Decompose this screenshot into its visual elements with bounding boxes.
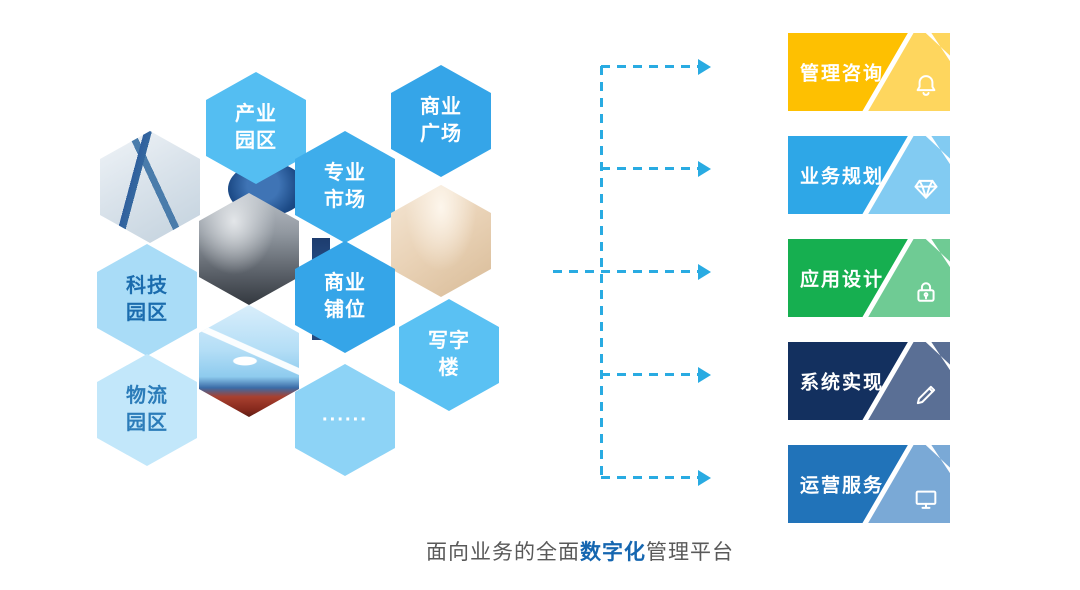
hands-together-photo <box>391 185 491 297</box>
hexagon-label-line: 专业 <box>324 162 366 184</box>
hexagon-label: 专业 市场 <box>324 160 366 214</box>
hexagon-label-line: 园区 <box>126 302 168 324</box>
hexagon-more: ······ <box>295 364 395 476</box>
caption-highlight: 数字化 <box>580 541 646 564</box>
hexagon-label-line: 科技 <box>126 275 168 297</box>
hexagon-label: 科技 园区 <box>126 273 168 327</box>
hexagon-label-line: 商业 <box>420 96 462 118</box>
banner-business-planning: 业务规划 <box>788 136 950 214</box>
hexagon-label-line: 园区 <box>126 412 168 434</box>
banner-label: 管理咨询 <box>800 63 885 85</box>
dashed-arrow-5 <box>601 476 698 479</box>
hexagon-label-line: 广场 <box>420 123 462 145</box>
airplane-cargo-photo <box>199 305 299 417</box>
hexagon-label: 商业 广场 <box>420 94 462 148</box>
hexagon-label-line: 写字 <box>428 330 470 352</box>
hexagon-label: ······ <box>322 407 368 434</box>
banner-operation-services: 运营服务 <box>788 445 950 523</box>
dashed-arrow-1 <box>601 65 698 68</box>
hexagon-label-line: 铺位 <box>324 299 366 321</box>
dashed-arrow-4 <box>601 373 698 376</box>
hexagon-label-line: 商业 <box>324 272 366 294</box>
hexagon-label-line: 园区 <box>235 130 277 152</box>
diamond-icon <box>912 175 940 203</box>
caption-suffix: 管理平台 <box>646 541 734 564</box>
hexagon-tech-park: 科技 园区 <box>97 244 197 356</box>
lock-icon <box>912 278 940 306</box>
hexagon-professional-market: 专业 市场 <box>295 131 395 243</box>
banner-application-design: 应用设计 <box>788 239 950 317</box>
hexagon-label-line: 市场 <box>324 189 366 211</box>
hexagon-logistics-park: 物流 园区 <box>97 354 197 466</box>
bell-icon <box>912 72 940 100</box>
caption-prefix: 面向业务的全面 <box>426 541 580 564</box>
banner-label: 运营服务 <box>800 475 885 497</box>
hexagon-label-line: 楼 <box>438 357 460 379</box>
hexagon-label-line: ······ <box>322 408 368 431</box>
business-team-photo <box>100 131 200 243</box>
hexagon-label-line: 物流 <box>126 385 168 407</box>
hexagon-office-building: 写字 楼 <box>399 299 499 411</box>
hexagon-label: 物流 园区 <box>126 383 168 437</box>
caption: 面向业务的全面数字化管理平台 <box>40 536 1080 566</box>
banner-management-consulting: 管理咨询 <box>788 33 950 111</box>
dashed-arrow-2 <box>601 167 698 170</box>
tv-icon <box>912 484 940 512</box>
hexagon-label-line: 产业 <box>235 103 277 125</box>
dashed-arrow-3 <box>553 270 698 273</box>
banner-system-implementation: 系统实现 <box>788 342 950 420</box>
hexagon-commercial-shops: 商业 铺位 <box>295 241 395 353</box>
hexagon-label: 商业 铺位 <box>324 270 366 324</box>
hexagon-label: 写字 楼 <box>428 328 470 382</box>
banner-label: 应用设计 <box>800 269 885 291</box>
banner-label: 系统实现 <box>800 372 885 394</box>
hexagon-commercial-plaza: 商业 广场 <box>391 65 491 177</box>
pencil-icon <box>912 381 940 409</box>
banner-label: 业务规划 <box>800 166 885 188</box>
hexagon-label: 产业 园区 <box>235 101 277 155</box>
